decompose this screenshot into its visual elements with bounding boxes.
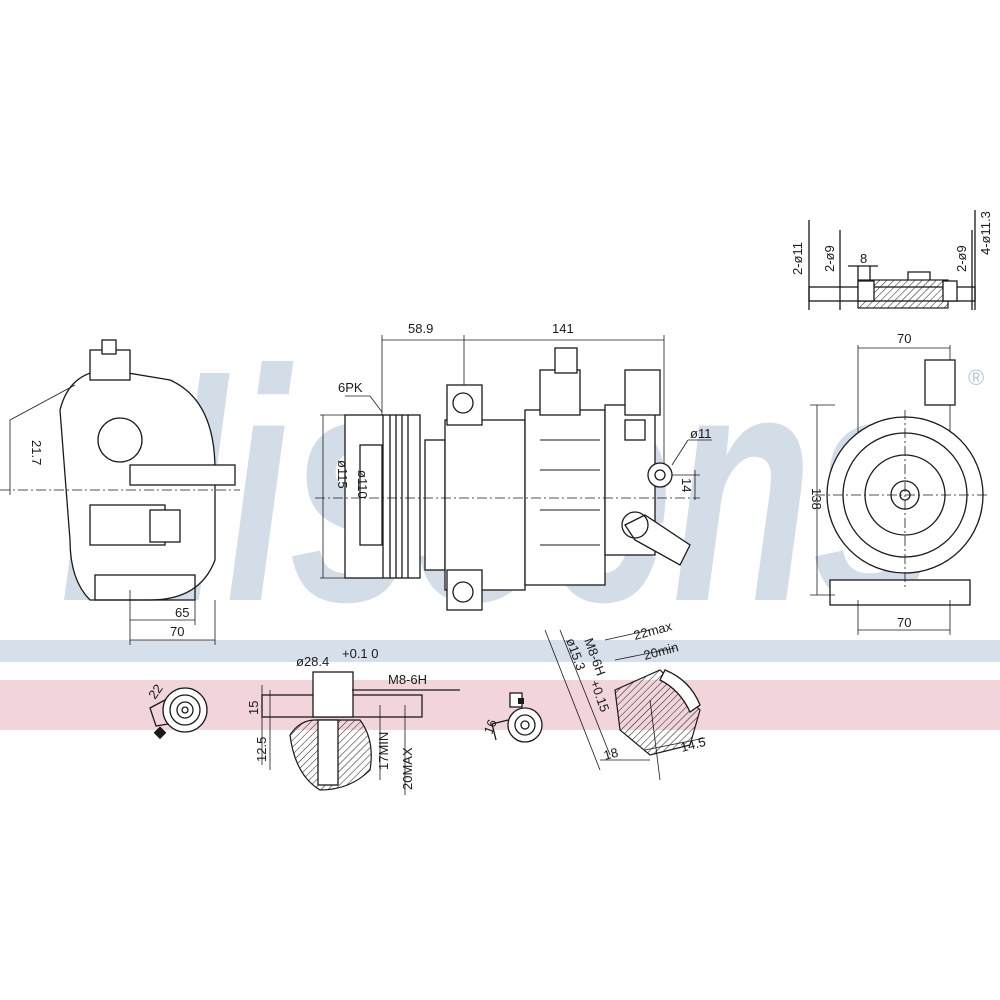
blue-band: [0, 640, 1000, 662]
svg-text:20MAX: 20MAX: [400, 747, 415, 790]
mounting-section-detail: 2-ø11 2-ø9 8 2-ø9 4-ø11.3: [790, 210, 993, 310]
svg-text:6PK: 6PK: [338, 380, 363, 395]
svg-text:+0.1 0: +0.1 0: [342, 646, 379, 661]
svg-text:2-ø9: 2-ø9: [822, 245, 837, 272]
svg-text:16: 16: [481, 717, 500, 736]
compressor-front-view: 58.9 141 6PK ø115 ø110: [315, 321, 712, 611]
svg-text:15: 15: [246, 701, 261, 715]
svg-text:70: 70: [897, 331, 911, 346]
svg-text:4-ø11.3: 4-ø11.3: [978, 211, 993, 255]
svg-text:22: 22: [145, 681, 166, 701]
svg-text:58.9: 58.9: [408, 321, 433, 336]
svg-text:ø11: ø11: [690, 426, 711, 441]
svg-text:ø110: ø110: [355, 470, 370, 499]
svg-text:8: 8: [860, 251, 867, 266]
svg-text:®: ®: [968, 365, 984, 390]
svg-text:ø115: ø115: [335, 460, 350, 489]
svg-text:65: 65: [175, 605, 189, 620]
svg-text:14: 14: [679, 478, 694, 492]
svg-text:70: 70: [170, 624, 184, 639]
compressor-side-view-left: 21.7 65 70: [0, 339, 240, 645]
svg-text:70: 70: [897, 615, 911, 630]
compressor-end-view: 70 138 70: [809, 331, 990, 635]
svg-text:12.5: 12.5: [254, 737, 269, 762]
svg-text:138: 138: [809, 488, 824, 510]
svg-text:ø28.4: ø28.4: [296, 654, 329, 669]
svg-text:18: 18: [602, 745, 620, 763]
svg-text:21.7: 21.7: [29, 440, 44, 465]
svg-text:17MIN: 17MIN: [376, 732, 391, 770]
svg-text:14.5: 14.5: [679, 734, 707, 755]
port-detail-discharge: 16: [481, 692, 543, 743]
svg-text:M8-6H: M8-6H: [388, 672, 427, 687]
svg-text:2-ø11: 2-ø11: [790, 242, 805, 275]
port-detail-suction: 22 ø28.4 +0.1 0 M8-6H 15 12.5 17MIN 20MA…: [145, 646, 460, 795]
svg-text:2-ø9: 2-ø9: [954, 245, 969, 272]
svg-text:141: 141: [552, 321, 574, 336]
